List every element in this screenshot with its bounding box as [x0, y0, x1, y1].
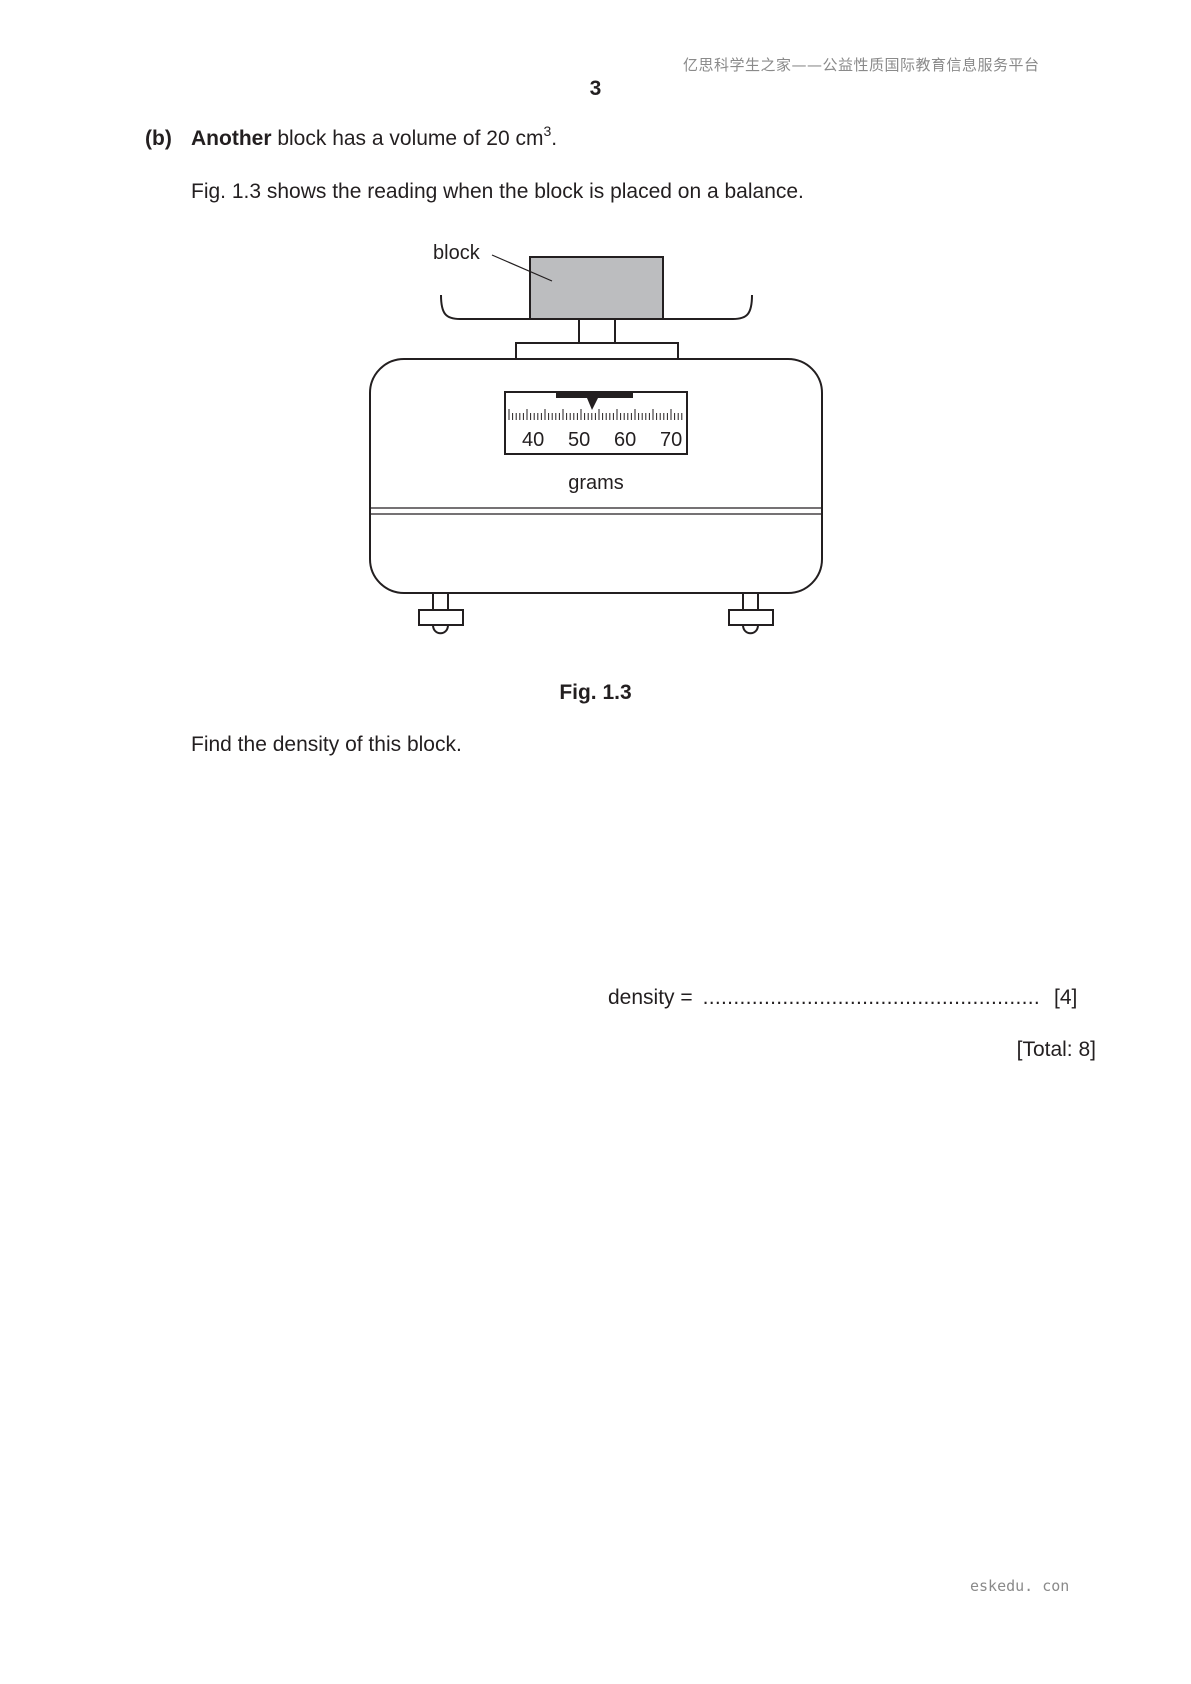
page-number: 3	[589, 77, 602, 100]
block-leader-line	[491, 254, 553, 282]
indicator-bar	[556, 392, 633, 398]
figure-intro-text: Fig. 1.3 shows the reading when the bloc…	[191, 180, 804, 203]
marks-label: [4]	[1054, 986, 1078, 1009]
block-shape	[529, 256, 664, 320]
left-foot	[418, 593, 464, 635]
unit-label: grams	[568, 472, 624, 494]
balance-body	[369, 358, 823, 594]
question-part-label: (b)	[145, 127, 172, 150]
watermark-text: 亿思科学生之家——公益性质国际教育信息服务平台	[683, 56, 1040, 74]
scale-ticks	[508, 409, 683, 420]
answer-blank[interactable]: ........................................…	[702, 986, 1041, 1009]
scale-label-70: 70	[660, 429, 682, 451]
answer-line: density =...............................…	[608, 986, 1077, 1010]
question-text: block has a volume of 20 cm	[271, 127, 544, 150]
scale-label-50: 50	[568, 429, 590, 451]
pan-stem	[578, 318, 616, 344]
answer-label: density =	[608, 986, 693, 1009]
balance-figure: block 40 50 60 70 grams	[369, 242, 823, 635]
figure-caption: Fig. 1.3	[559, 681, 632, 704]
right-foot	[728, 593, 774, 635]
question-emphasis: Another	[191, 127, 272, 150]
scale-label-40: 40	[522, 429, 544, 451]
question-statement: Another block has a volume of 20 cm3.	[191, 124, 558, 151]
pan-collar	[515, 342, 679, 360]
task-instruction: Find the density of this block.	[191, 733, 462, 756]
total-marks: [Total: 8]	[1016, 1038, 1096, 1061]
scale-label-60: 60	[614, 429, 636, 451]
block-label: block	[433, 242, 481, 264]
question-end: .	[551, 127, 558, 150]
pointer-icon	[587, 398, 598, 410]
volume-superscript: 3	[543, 123, 552, 139]
footer-site-mark: eskedu. con	[970, 1577, 1070, 1595]
